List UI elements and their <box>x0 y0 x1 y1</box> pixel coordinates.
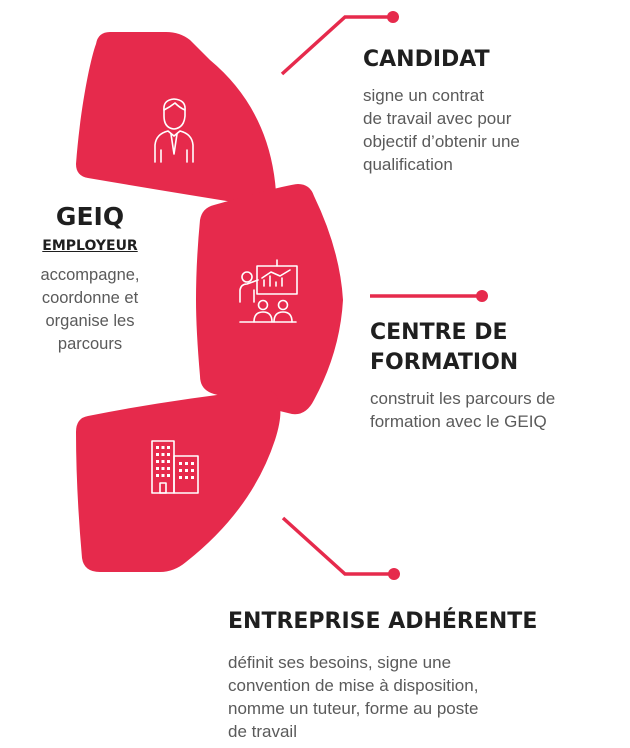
candidat-title: CANDIDAT <box>363 47 490 72</box>
centre-formation-title: CENTRE DE FORMATION <box>370 320 519 375</box>
entreprise-block: ENTREPRISE ADHÉRENTE définit ses besoins… <box>228 607 623 743</box>
connector-centre-formation <box>370 290 488 302</box>
center-employeur-block: GEIQ EMPLOYEUR accompagne, coordonne et … <box>10 202 170 356</box>
training-presentation-icon <box>239 259 298 323</box>
building-icon <box>151 440 199 494</box>
person-icon <box>154 98 194 163</box>
entreprise-description: définit ses besoins, signe une conventio… <box>228 653 479 741</box>
center-description: accompagne, coordonne et organise les pa… <box>40 266 140 353</box>
candidat-description: signe un contrat de travail avec pour ob… <box>363 86 520 174</box>
connector-entreprise <box>281 516 400 580</box>
center-title: GEIQ <box>55 202 125 231</box>
segment-entreprise <box>76 389 281 572</box>
entreprise-title: ENTREPRISE ADHÉRENTE <box>228 609 538 634</box>
center-subtitle: EMPLOYEUR <box>42 238 138 254</box>
segment-centre-formation <box>196 184 343 415</box>
centre-formation-block: CENTRE DE FORMATION construit les parcou… <box>370 318 628 433</box>
centre-formation-description: construit les parcours de formation avec… <box>370 389 556 431</box>
candidat-block: CANDIDAT signe un contrat de travail ave… <box>363 46 623 176</box>
connector-candidat <box>280 11 399 76</box>
segment-candidat <box>76 32 276 207</box>
